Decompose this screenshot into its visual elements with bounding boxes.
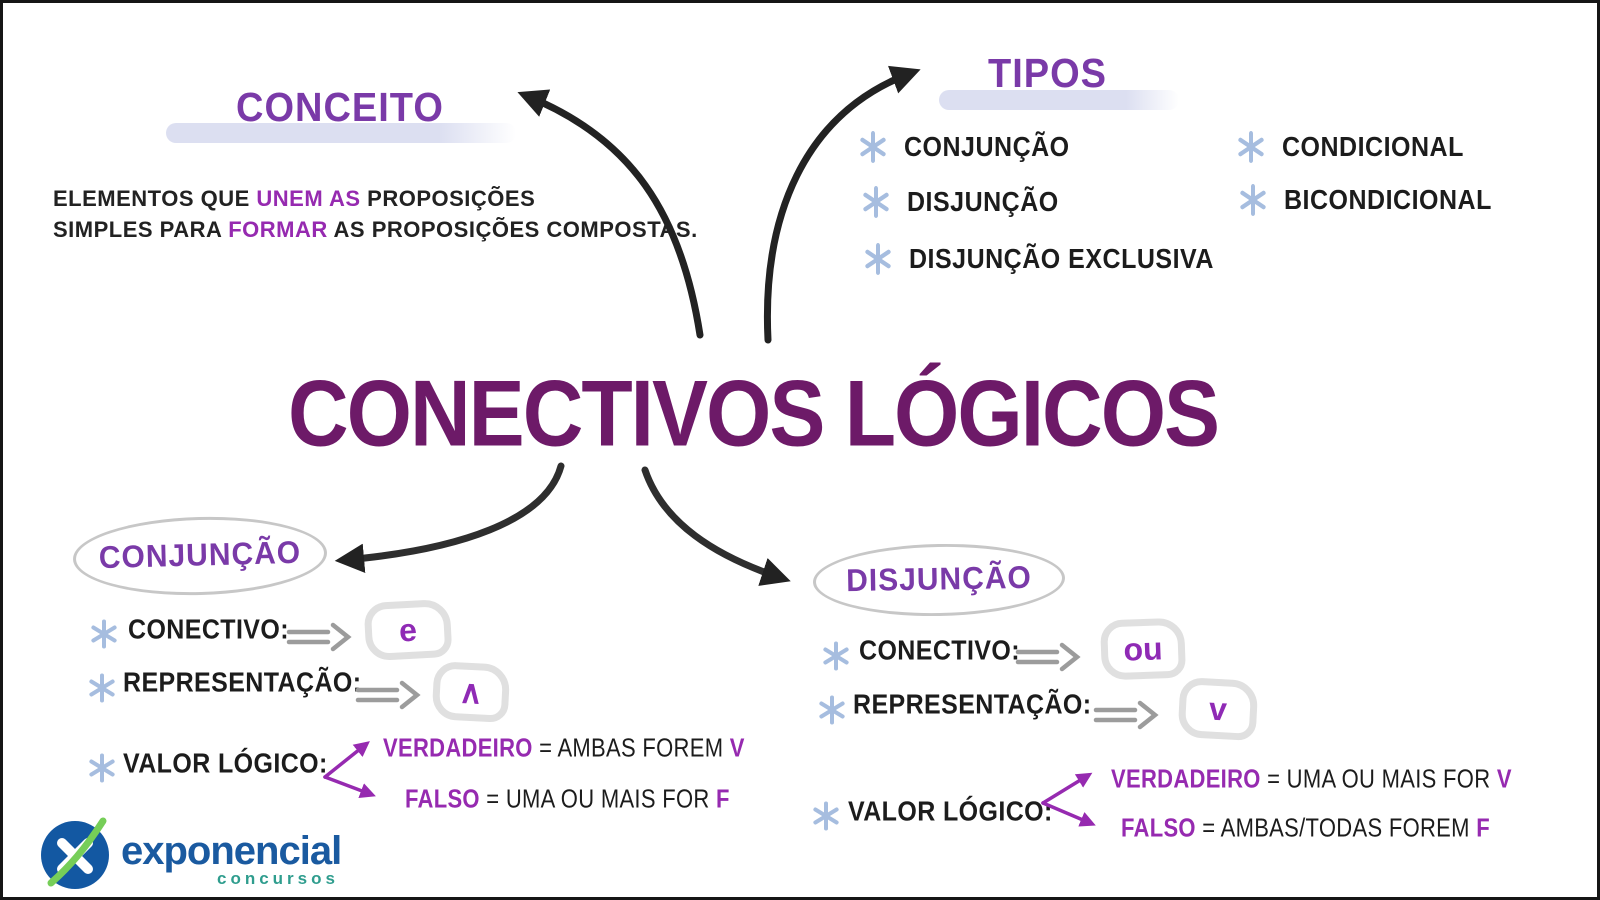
tipos-item-disjuncao-exclusiva: DISJUNÇÃO EXCLUSIVA xyxy=(863,241,1214,276)
disjuncao-falso-line: FALSO = AMBAS/TODAS FOREM F xyxy=(1121,812,1490,843)
tipos-highlight xyxy=(939,90,1179,110)
page-title: CONECTIVOS LÓGICOS xyxy=(288,360,1220,466)
asterisk-icon xyxy=(1238,131,1264,163)
conceito-line1: ELEMENTOS QUE UNEM AS PROPOSIÇÕES xyxy=(53,186,536,211)
tipos-item-disjuncao: DISJUNÇÃO xyxy=(861,184,1059,219)
conjuncao-falso-line: FALSO = UMA OU MAIS FOR F xyxy=(405,783,730,814)
disjuncao-representacao-label: REPRESENTAÇÃO: xyxy=(853,689,1092,721)
tipos-item-conjuncao: CONJUNÇÃO xyxy=(858,129,1070,164)
double-arrow-icon xyxy=(355,680,421,710)
asterisk-icon xyxy=(823,641,849,671)
tipos-item-condicional: CONDICIONAL xyxy=(1236,129,1464,164)
logo-mark-icon xyxy=(41,817,109,889)
asterisk-icon xyxy=(865,243,891,275)
conjuncao-valor-label: VALOR LÓGICO: xyxy=(123,748,328,780)
conceito-title: CONCEITO xyxy=(236,85,444,131)
exponencial-logo: exponencial concursos xyxy=(37,811,342,891)
asterisk-icon xyxy=(89,753,115,783)
asterisk-icon xyxy=(813,801,839,831)
conceito-line2: SIMPLES PARA FORMAR AS PROPOSIÇÕES COMPO… xyxy=(53,217,698,242)
tipos-title: TIPOS xyxy=(988,51,1108,97)
asterisk-icon xyxy=(860,131,886,163)
conjuncao-conectivo-label: CONECTIVO: xyxy=(128,614,289,646)
disjuncao-conectivo-label: CONECTIVO: xyxy=(859,635,1020,667)
asterisk-icon xyxy=(819,695,845,725)
double-arrow-icon xyxy=(1015,642,1081,672)
conjuncao-representacao-label: REPRESENTAÇÃO: xyxy=(123,667,362,699)
double-arrow-icon xyxy=(286,622,352,652)
logo-subtitle: concursos xyxy=(217,869,339,888)
disjuncao-valor-label: VALOR LÓGICO: xyxy=(848,796,1053,828)
asterisk-icon xyxy=(1240,184,1266,216)
tipos-item-bicondicional: BICONDICIONAL xyxy=(1238,182,1492,217)
asterisk-icon xyxy=(91,619,117,649)
conceito-highlight xyxy=(166,123,516,143)
conceito-description: ELEMENTOS QUE UNEM AS PROPOSIÇÕES SIMPLE… xyxy=(53,183,698,245)
conjuncao-verdadeiro-line: VERDADEIRO = AMBAS FOREM V xyxy=(383,732,745,763)
connector-arrows xyxy=(323,65,1096,827)
double-arrow-icon xyxy=(1093,700,1159,730)
logo-name: exponencial xyxy=(121,829,342,873)
asterisk-icon xyxy=(89,673,115,703)
asterisk-icon xyxy=(863,186,889,218)
disjuncao-verdadeiro-line: VERDADEIRO = UMA OU MAIS FOR V xyxy=(1111,763,1512,794)
